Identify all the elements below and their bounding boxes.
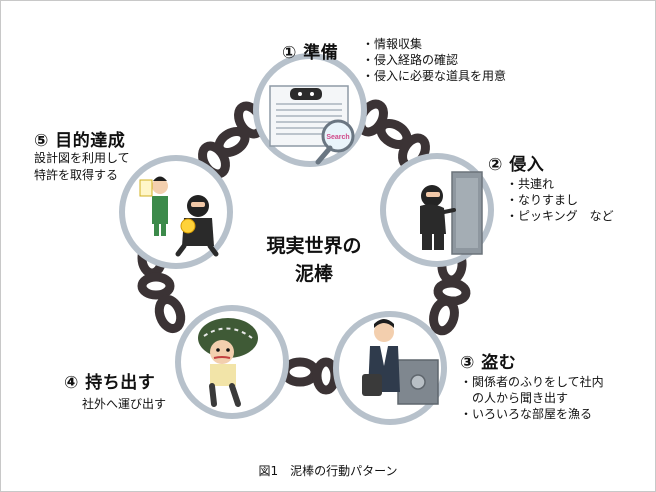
- step-2-note: ・共連れ: [506, 177, 555, 191]
- step-1-note: ・侵入に必要な道具を用意: [362, 69, 507, 83]
- step-3-note: ・関係者のふりをして社内: [460, 375, 604, 389]
- chain-link: [280, 357, 320, 387]
- step-1-title: ① 準備: [282, 43, 339, 63]
- step-3-note: ・いろいろな部屋を漁る: [460, 407, 593, 421]
- figure-caption: 図1 泥棒の行動パターン: [258, 464, 398, 478]
- step-2-note: ・なりすまし: [506, 193, 579, 207]
- step-3-note: の人から聞き出す: [460, 391, 569, 405]
- node-1-prepare: Search: [253, 53, 367, 167]
- step-5-notes: 設計図を利用して 特許を取得する: [34, 150, 130, 184]
- center-label: 現実世界の 泥棒: [248, 232, 380, 288]
- thief-picking-icon: [420, 185, 456, 250]
- node-2-intrude: [380, 153, 494, 267]
- businessman-thief-icon: [362, 319, 400, 396]
- step-5-note: 特許を取得する: [34, 168, 119, 182]
- node-5-achieve-goal: [119, 155, 233, 269]
- chain-link: [429, 296, 459, 336]
- node-3-steal: [333, 311, 447, 425]
- chain-link: [312, 357, 340, 395]
- peeking-thief-icon: [290, 88, 322, 100]
- center-label-line2: 泥棒: [294, 263, 333, 285]
- step-4-title: ④ 持ち出す: [64, 373, 156, 393]
- chain-link: [137, 272, 175, 300]
- chain-link: [154, 294, 186, 334]
- step-3-notes: ・関係者のふりをして社内 の人から聞き出す ・いろいろな部屋を漁る: [460, 374, 604, 422]
- lightbulb-icon: [180, 218, 196, 234]
- step-4-note: 社外へ運び出す: [82, 397, 167, 411]
- engineer-icon: [139, 176, 168, 236]
- step-4-notes: 社外へ運び出す: [82, 396, 166, 413]
- step-3-title: ③ 盗む: [460, 353, 517, 373]
- step-2-title: ② 侵入: [488, 155, 545, 175]
- center-label-line1: 現実世界の: [266, 235, 362, 257]
- thief-with-blueprint-icon: [175, 195, 219, 257]
- step-2-note: ・ピッキング など: [506, 209, 614, 223]
- step-1-note: ・侵入経路の確認: [362, 53, 459, 67]
- step-2-notes: ・共連れ ・なりすまし ・ピッキング など: [506, 176, 614, 224]
- search-label: Search: [326, 134, 349, 141]
- node-4-carry-out: [175, 305, 289, 419]
- thief-with-sack-icon: [198, 318, 258, 407]
- step-5-title: ⑤ 目的達成: [34, 131, 126, 151]
- step-1-note: ・情報収集: [362, 37, 423, 51]
- step-5-note: 設計図を利用して: [34, 151, 130, 165]
- magnifier-icon: [321, 119, 355, 153]
- step-1-notes: ・情報収集 ・侵入経路の確認 ・侵入に必要な道具を用意: [362, 36, 506, 84]
